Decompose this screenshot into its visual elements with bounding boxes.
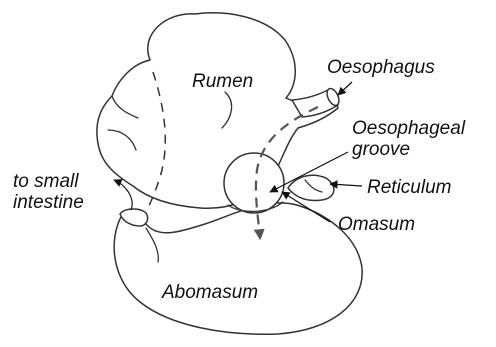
omasum-shape	[224, 153, 284, 213]
abomasum-shape	[114, 203, 362, 334]
small-intestine-label-line2: intestine	[13, 192, 84, 213]
oesophagus-pointer	[338, 82, 352, 95]
oesophagus-label: Oesophagus	[327, 57, 435, 78]
oesophageal-groove-label-line2: groove	[352, 139, 410, 160]
reticulum-label: Reticulum	[367, 177, 451, 198]
rumen-label: Rumen	[192, 71, 253, 92]
oesophageal-groove-label-line1: Oesophageal	[352, 118, 466, 139]
abomasum-label: Abomasum	[161, 282, 258, 303]
reticulum-pointer	[330, 184, 362, 186]
omasum-label: Omasum	[338, 214, 415, 235]
small-intestine-label-line1: to small	[13, 171, 79, 192]
